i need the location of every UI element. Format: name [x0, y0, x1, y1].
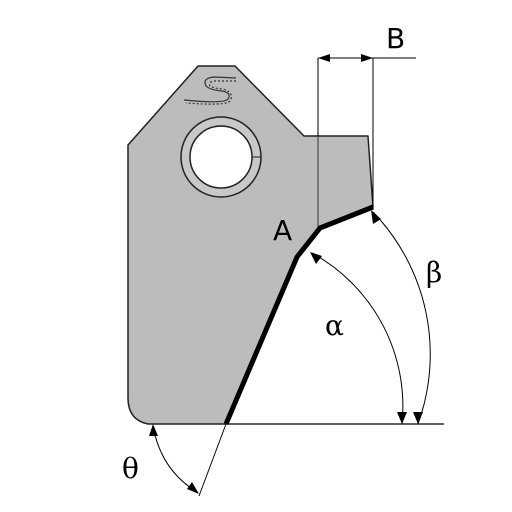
- label-b: B: [386, 22, 405, 55]
- alpha-arrow-top: [310, 252, 322, 264]
- theta-arrow-top: [149, 424, 158, 436]
- label-alpha: α: [325, 309, 344, 342]
- dim-b-arrow-left: [318, 54, 330, 62]
- s-logo-icon: [183, 76, 237, 105]
- beta-arrow-bottom: [413, 412, 423, 424]
- theta-extension: [198, 423, 227, 497]
- mounting-hole: [189, 125, 253, 189]
- alpha-arrow-bottom: [397, 412, 407, 424]
- beta-arc: [372, 211, 431, 425]
- beta-arrow-top: [371, 210, 381, 224]
- dim-b-arrow-right: [361, 54, 373, 62]
- theta-arc: [152, 425, 198, 493]
- theta-arrow-bottom: [187, 482, 199, 494]
- label-beta: β: [426, 256, 442, 289]
- label-a: A: [273, 214, 292, 247]
- alpha-arc: [311, 252, 404, 425]
- cutting-edge: [223, 204, 374, 425]
- label-theta: θ: [122, 452, 139, 485]
